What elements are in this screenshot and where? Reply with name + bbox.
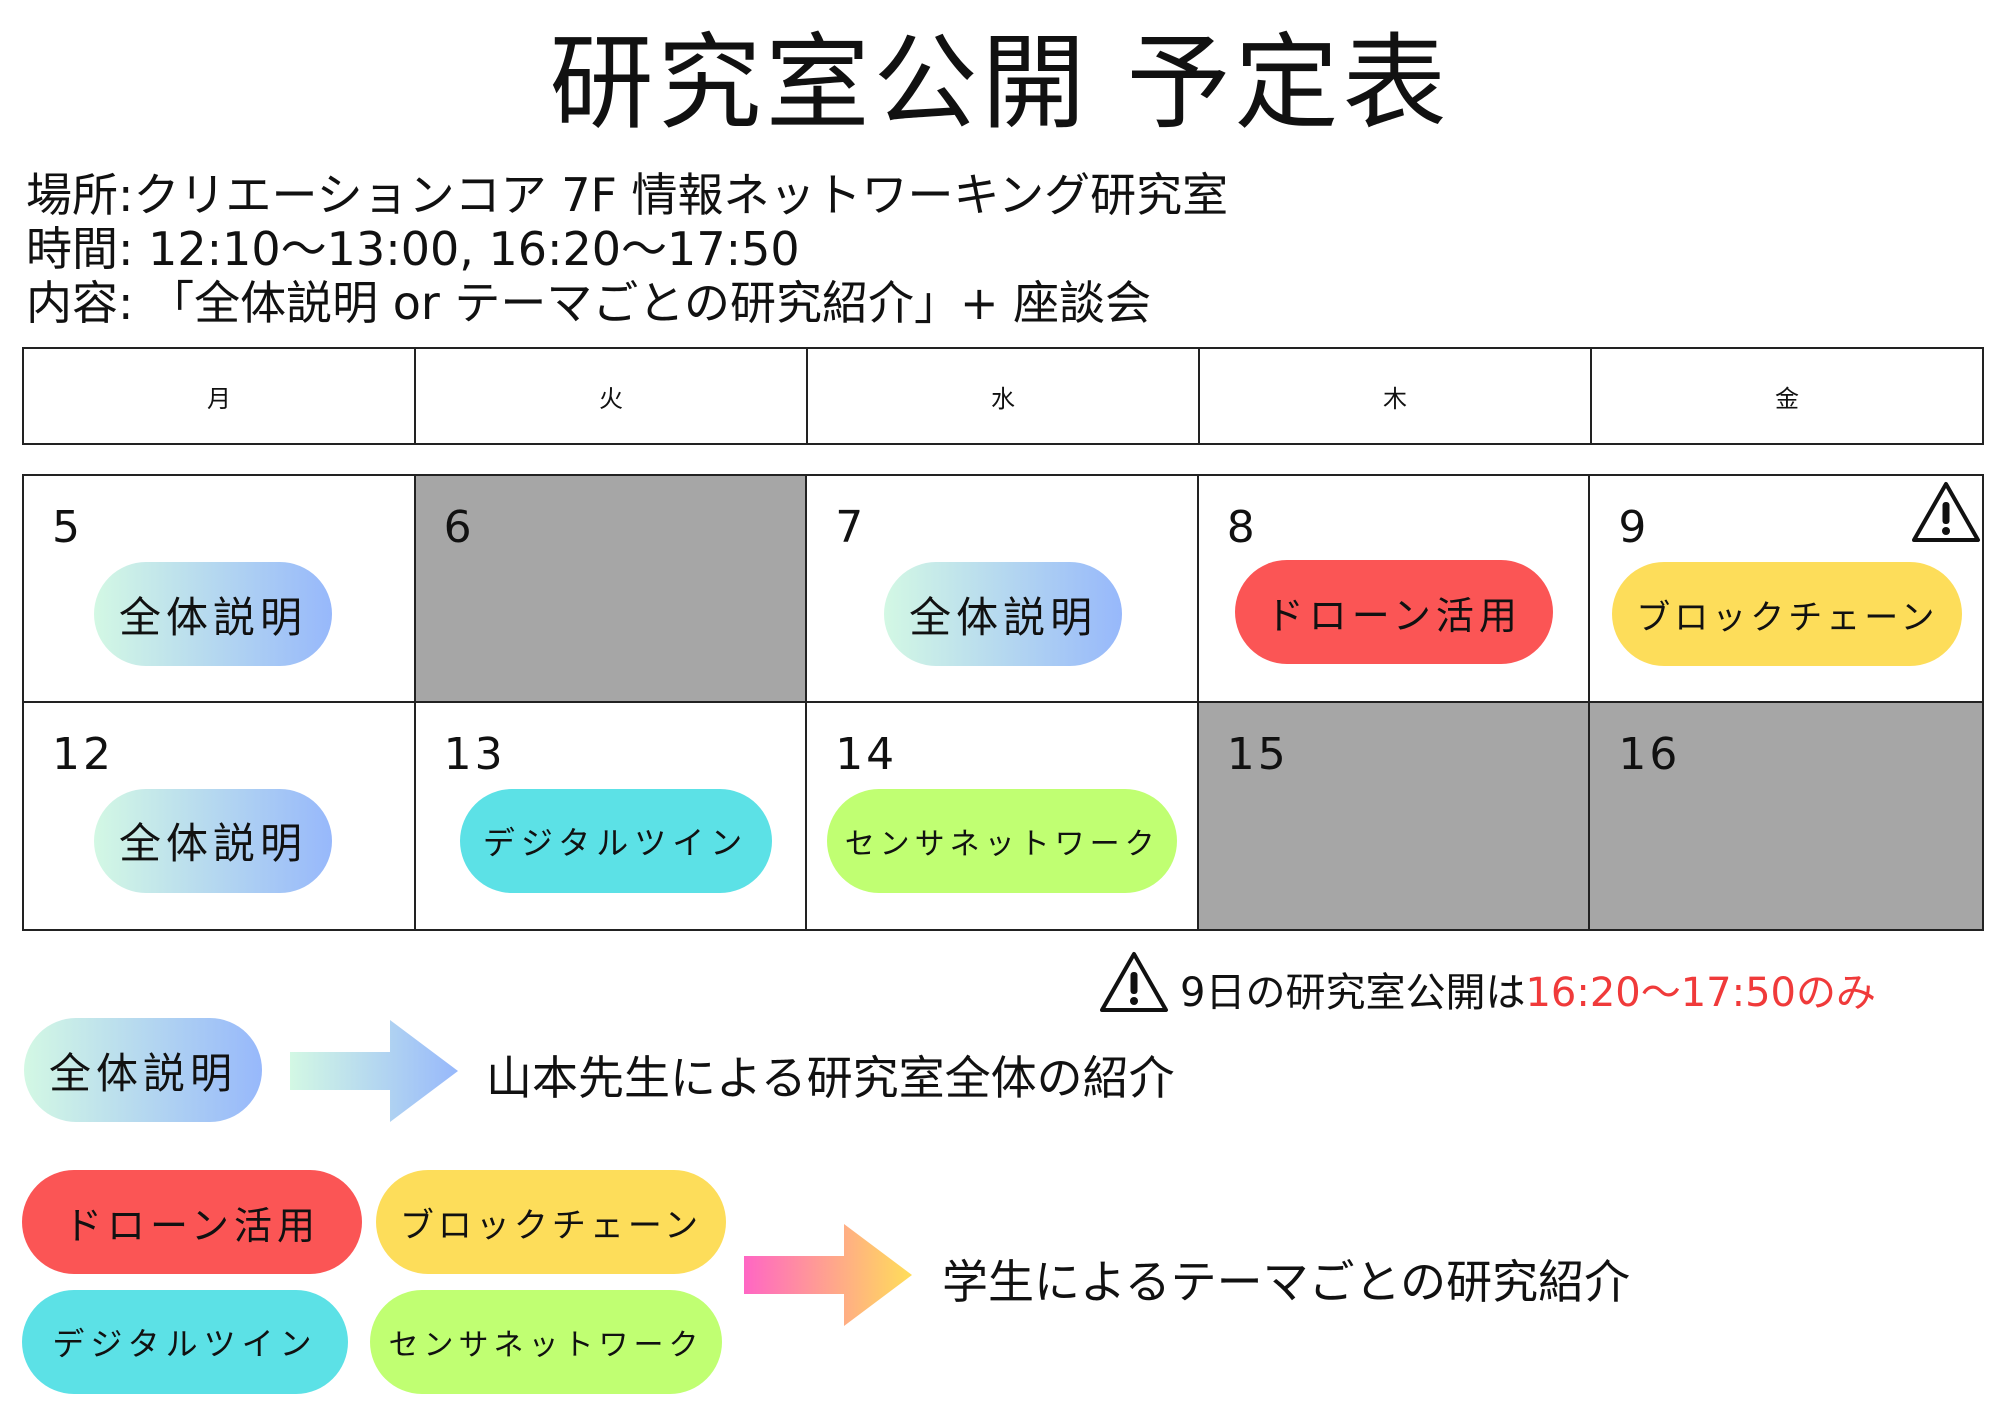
day9-note: 9日の研究室公開は16:20〜17:50のみ — [1180, 960, 1876, 1018]
legend-pill-drone: ドローン活用 — [22, 1170, 362, 1274]
day-number: 15 — [1226, 728, 1289, 780]
day-number: 12 — [52, 728, 114, 780]
day9-note-highlight: 16:20〜17:50のみ — [1525, 970, 1876, 1016]
day-number: 7 — [835, 502, 867, 553]
day-cell-15: 15 — [1198, 702, 1591, 929]
day-number: 9 — [1618, 502, 1650, 553]
page-title: 研究室公開 予定表 — [549, 22, 1451, 144]
legend-intro-desc: 山本先生による研究室全体の紹介 — [486, 1051, 1175, 1105]
weekday-wed: 水 — [806, 349, 1198, 443]
day-cell-13[interactable]: 13 デジタルツイン — [416, 702, 808, 929]
day-cell-12[interactable]: 12 全体説明 — [24, 702, 416, 929]
day-cell-8[interactable]: 8 ドローン活用 — [1198, 476, 1591, 703]
day-number: 13 — [443, 728, 506, 780]
event-pill-intro[interactable]: 全体説明 — [884, 562, 1123, 666]
arrow-right-icon — [290, 1020, 458, 1122]
event-pill-drone[interactable]: ドローン活用 — [1234, 560, 1553, 664]
legend-pill-sensor: センサネットワーク — [370, 1290, 722, 1394]
event-pill-sensor[interactable]: センサネットワーク — [827, 788, 1178, 893]
day-cell-6: 6 — [415, 476, 808, 703]
weekday-header: 月 火 水 木 金 — [22, 347, 1984, 445]
weekday-thu: 木 — [1198, 349, 1590, 443]
event-pill-intro[interactable]: 全体説明 — [94, 562, 332, 666]
calendar-grid: 5 全体説明 6 7 全体説明 8 ドローン活用 9 ブロックチェーン 12 全… — [22, 474, 1984, 931]
legend-pill-intro: 全体説明 — [24, 1018, 262, 1122]
day-cell-14[interactable]: 14 センサネットワーク — [807, 702, 1199, 929]
day-number: 16 — [1618, 728, 1681, 780]
warning-icon — [1912, 482, 1981, 542]
day-cell-9[interactable]: 9 ブロックチェーン — [1590, 476, 1982, 703]
day-number: 14 — [835, 728, 898, 780]
day-number: 5 — [52, 502, 83, 553]
weekday-fri: 金 — [1590, 349, 1982, 443]
day-number: 6 — [443, 502, 475, 553]
legend-pill-twin: デジタルツイン — [22, 1290, 348, 1394]
legend-pill-blockchain: ブロックチェーン — [376, 1170, 726, 1274]
warning-icon — [1100, 952, 1168, 1012]
event-pill-blockchain[interactable]: ブロックチェーン — [1612, 562, 1963, 666]
event-pill-twin[interactable]: デジタルツイン — [459, 788, 772, 893]
day-cell-7[interactable]: 7 全体説明 — [807, 476, 1199, 703]
day-cell-5[interactable]: 5 全体説明 — [24, 476, 416, 703]
event-pill-intro[interactable]: 全体説明 — [94, 788, 332, 893]
day-number: 8 — [1226, 502, 1258, 553]
day9-note-text: 9日の研究室公開は — [1180, 970, 1526, 1016]
info-content: 内容: 「全体説明 or テーマごとの研究紹介」+ 座談会 — [26, 276, 1152, 330]
info-place: 場所:クリエーションコア 7F 情報ネットワーキング研究室 — [26, 168, 1229, 222]
legend-theme-desc: 学生によるテーマごとの研究紹介 — [942, 1255, 1631, 1309]
day-cell-16: 16 — [1590, 702, 1982, 929]
arrow-right-icon — [744, 1224, 912, 1326]
weekday-tue: 火 — [414, 349, 806, 443]
weekday-mon: 月 — [207, 384, 231, 413]
info-time: 時間: 12:10〜13:00, 16:20〜17:50 — [26, 222, 800, 276]
